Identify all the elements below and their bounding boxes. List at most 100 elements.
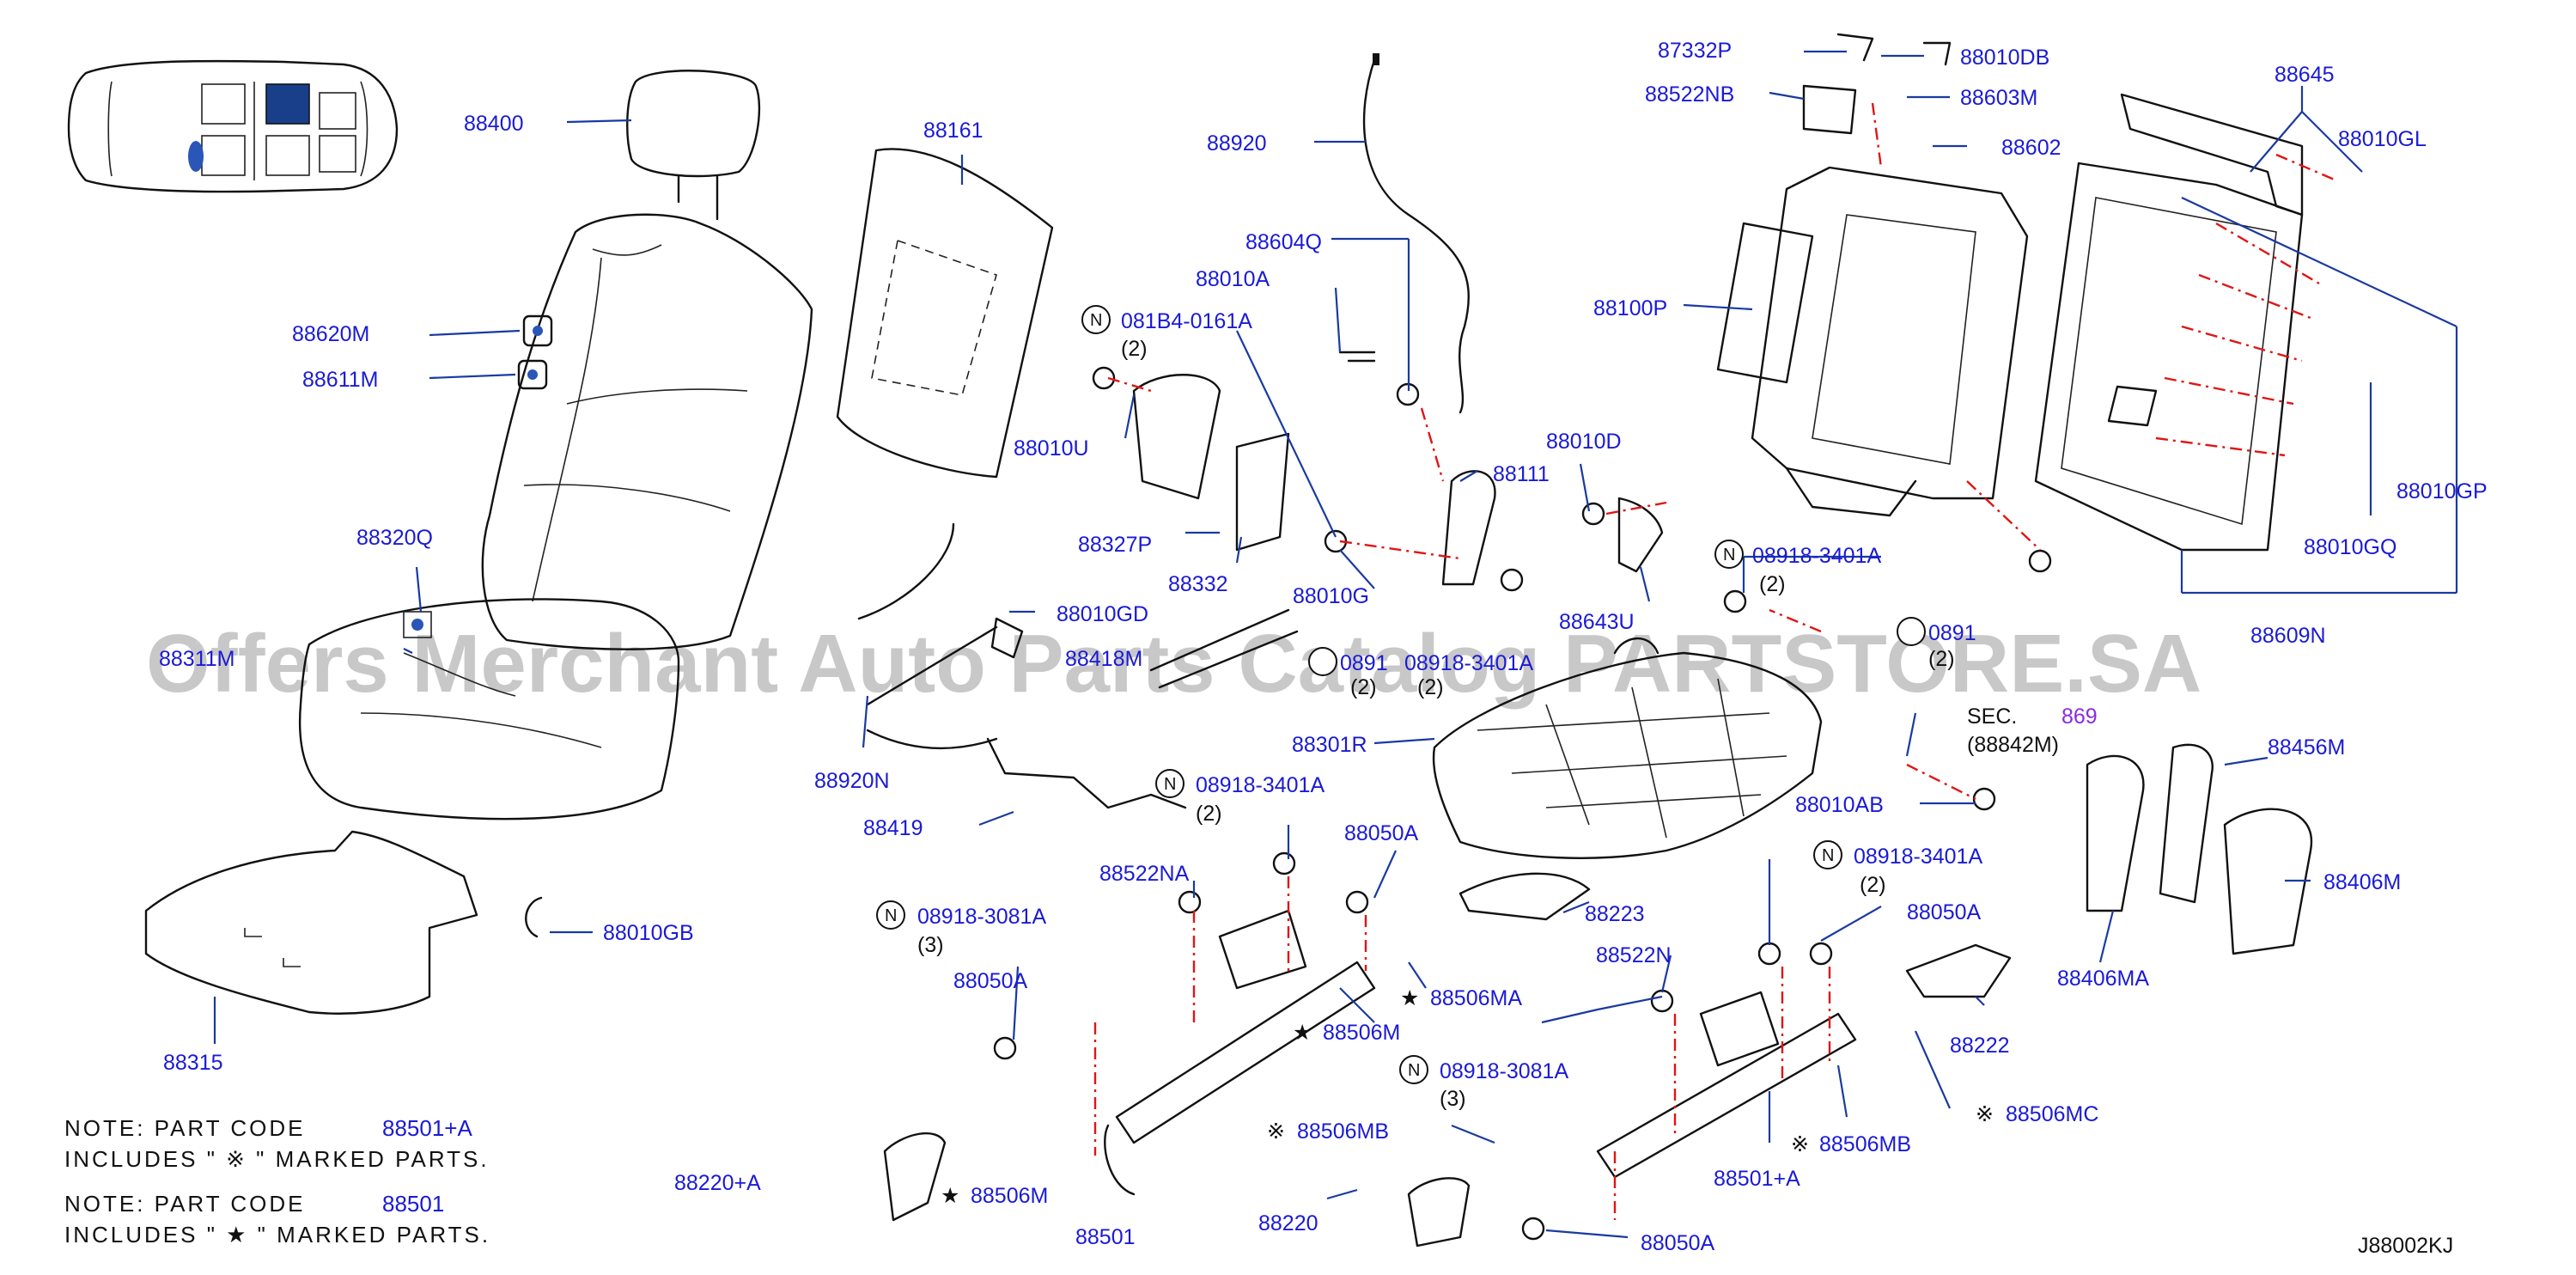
label-88010AB: 88010AB [1795,793,1884,817]
n-marker-icon [1897,617,1926,646]
label-88010GQ: 88010GQ [2304,535,2396,559]
label-88320Q: 88320Q [356,526,433,550]
label-08918-3401A-d-qty: (2) [1860,873,1886,897]
label-88111: 88111 [1493,462,1550,486]
label-081B4-qty: (2) [1121,337,1148,361]
label-08918-3401A-b: 08918-3401A [1404,651,1533,675]
label-0891-partial: 0891 [1340,651,1388,675]
diagram-code: J88002KJ [2358,1234,2453,1258]
label-08918-3081A-2: 08918-3081A [1440,1059,1568,1083]
n-marker-icon [1155,769,1184,798]
star-icon: ★ [1293,1021,1312,1045]
label-88010GD: 88010GD [1057,602,1148,626]
label-081B4-0161A: 081B4-0161A [1121,309,1252,333]
label-88645: 88645 [2275,63,2335,87]
label-88418M: 88418M [1065,647,1142,671]
label-88522NB: 88522NB [1645,82,1734,107]
label-88400: 88400 [464,112,524,136]
label-88506MB-2: 88506MB [1819,1132,1911,1156]
label-88506MA: 88506MA [1430,986,1522,1010]
vehicle-locator-icon [67,59,399,193]
label-88010D: 88010D [1546,430,1622,454]
label-88604Q: 88604Q [1245,230,1322,254]
label-88611M: 88611M [302,368,379,392]
note-2-code: 88501 [382,1191,444,1217]
label-08918-3401A-c: 08918-3401A [1196,773,1325,797]
label-88010GB: 88010GB [603,921,694,945]
label-88620M: 88620M [292,322,369,346]
n-marker-text: N [1408,1061,1420,1080]
label-88223: 88223 [1585,902,1645,926]
star-icon: ★ [1400,986,1419,1010]
notes-block: NOTE: PART CODE 88501+A INCLUDES " ※ " M… [64,1115,490,1248]
label-88050A-4: 88050A [1907,900,1982,924]
n-marker-text: N [1822,846,1834,865]
label-sec: SEC. [1967,705,2017,729]
note-1-prefix: NOTE: PART CODE [64,1115,306,1141]
harness-88920 [1362,53,1470,414]
n-marker-text: N [1090,311,1102,330]
part-labels: 88400 88620M 88611M 88320Q 88311M 88315 … [159,39,2488,1255]
label-88010GP: 88010GP [2396,479,2488,503]
n-marker-text: N [1723,546,1735,564]
label-88301R: 88301R [1292,733,1367,757]
label-0891-right-qty: (2) [1928,647,1955,671]
label-88315: 88315 [163,1051,223,1075]
label-08918-3401A-a: 08918-3401A [1752,544,1881,568]
seatback-frame-88100P [1716,33,2029,517]
n-marker-text: N [885,906,897,925]
ref-mark-icon: ※ [1267,1119,1285,1144]
ref-mark-icon: ※ [1791,1132,1809,1156]
label-88456M: 88456M [2268,735,2345,760]
label-88050A-2: 88050A [953,969,1028,993]
label-08918-3401A-b-qty: (2) [1417,675,1444,699]
n-marker-icon [876,900,905,930]
label-88220A: 88220+A [674,1171,761,1195]
label-88603M: 88603M [1960,86,2037,110]
seat-frame-88301R [1432,637,1823,859]
leader-lines [213,50,2458,1239]
wires-and-rods [857,522,1299,809]
label-88522N: 88522N [1596,943,1672,967]
label-88506MC: 88506MC [2006,1102,2098,1126]
label-0891-partial-qty: (2) [1350,675,1377,699]
label-88406MA: 88406MA [2057,967,2149,991]
n-marker-text: N [1164,775,1176,794]
label-08918-3081A-2-qty: (3) [1440,1087,1466,1111]
label-88010A: 88010A [1196,267,1270,291]
n-marker-icon [1399,1055,1428,1084]
seatback-board-88161 [836,148,1054,479]
label-88609N: 88609N [2250,624,2326,648]
label-88522NA: 88522NA [1099,862,1190,886]
label-88506M-2: 88506M [971,1184,1048,1208]
note-1-code: 88501+A [382,1115,472,1141]
n-marker-icon [1081,305,1111,334]
note-2-line2: INCLUDES " ★ " MARKED PARTS. [64,1222,490,1248]
label-88100P: 88100P [1593,296,1667,320]
label-88419: 88419 [863,816,923,840]
recliner-parts [1092,351,1664,592]
seat-rails [883,872,2012,1248]
label-sec-number: 869 [2061,705,2098,729]
label-88501: 88501 [1075,1225,1136,1249]
star-icon: ★ [941,1184,959,1208]
label-88222: 88222 [1950,1034,2010,1058]
label-88050A-1: 88050A [1344,821,1419,845]
label-sec-ref: (88842M) [1967,733,2059,757]
label-88602: 88602 [2001,136,2061,160]
label-88643U: 88643U [1559,610,1635,634]
n-marker-icon [1714,540,1744,569]
label-88920: 88920 [1207,131,1267,156]
side-covers [2086,743,2313,955]
n-marker-icon [1308,647,1337,676]
label-08918-3401A-a-qty: (2) [1759,572,1786,596]
label-08918-3081A-1: 08918-3081A [917,905,1046,929]
label-88161: 88161 [923,119,984,143]
assembly-connectors [1093,102,2337,1220]
label-88332: 88332 [1168,572,1228,596]
label-88010U: 88010U [1014,436,1089,461]
label-88010G: 88010G [1293,584,1369,608]
watermark: Offers Merchant Auto Parts Catalog PARTS… [146,618,2201,710]
label-0891-right: 0891 [1928,621,1976,645]
label-88501A: 88501+A [1714,1167,1800,1191]
